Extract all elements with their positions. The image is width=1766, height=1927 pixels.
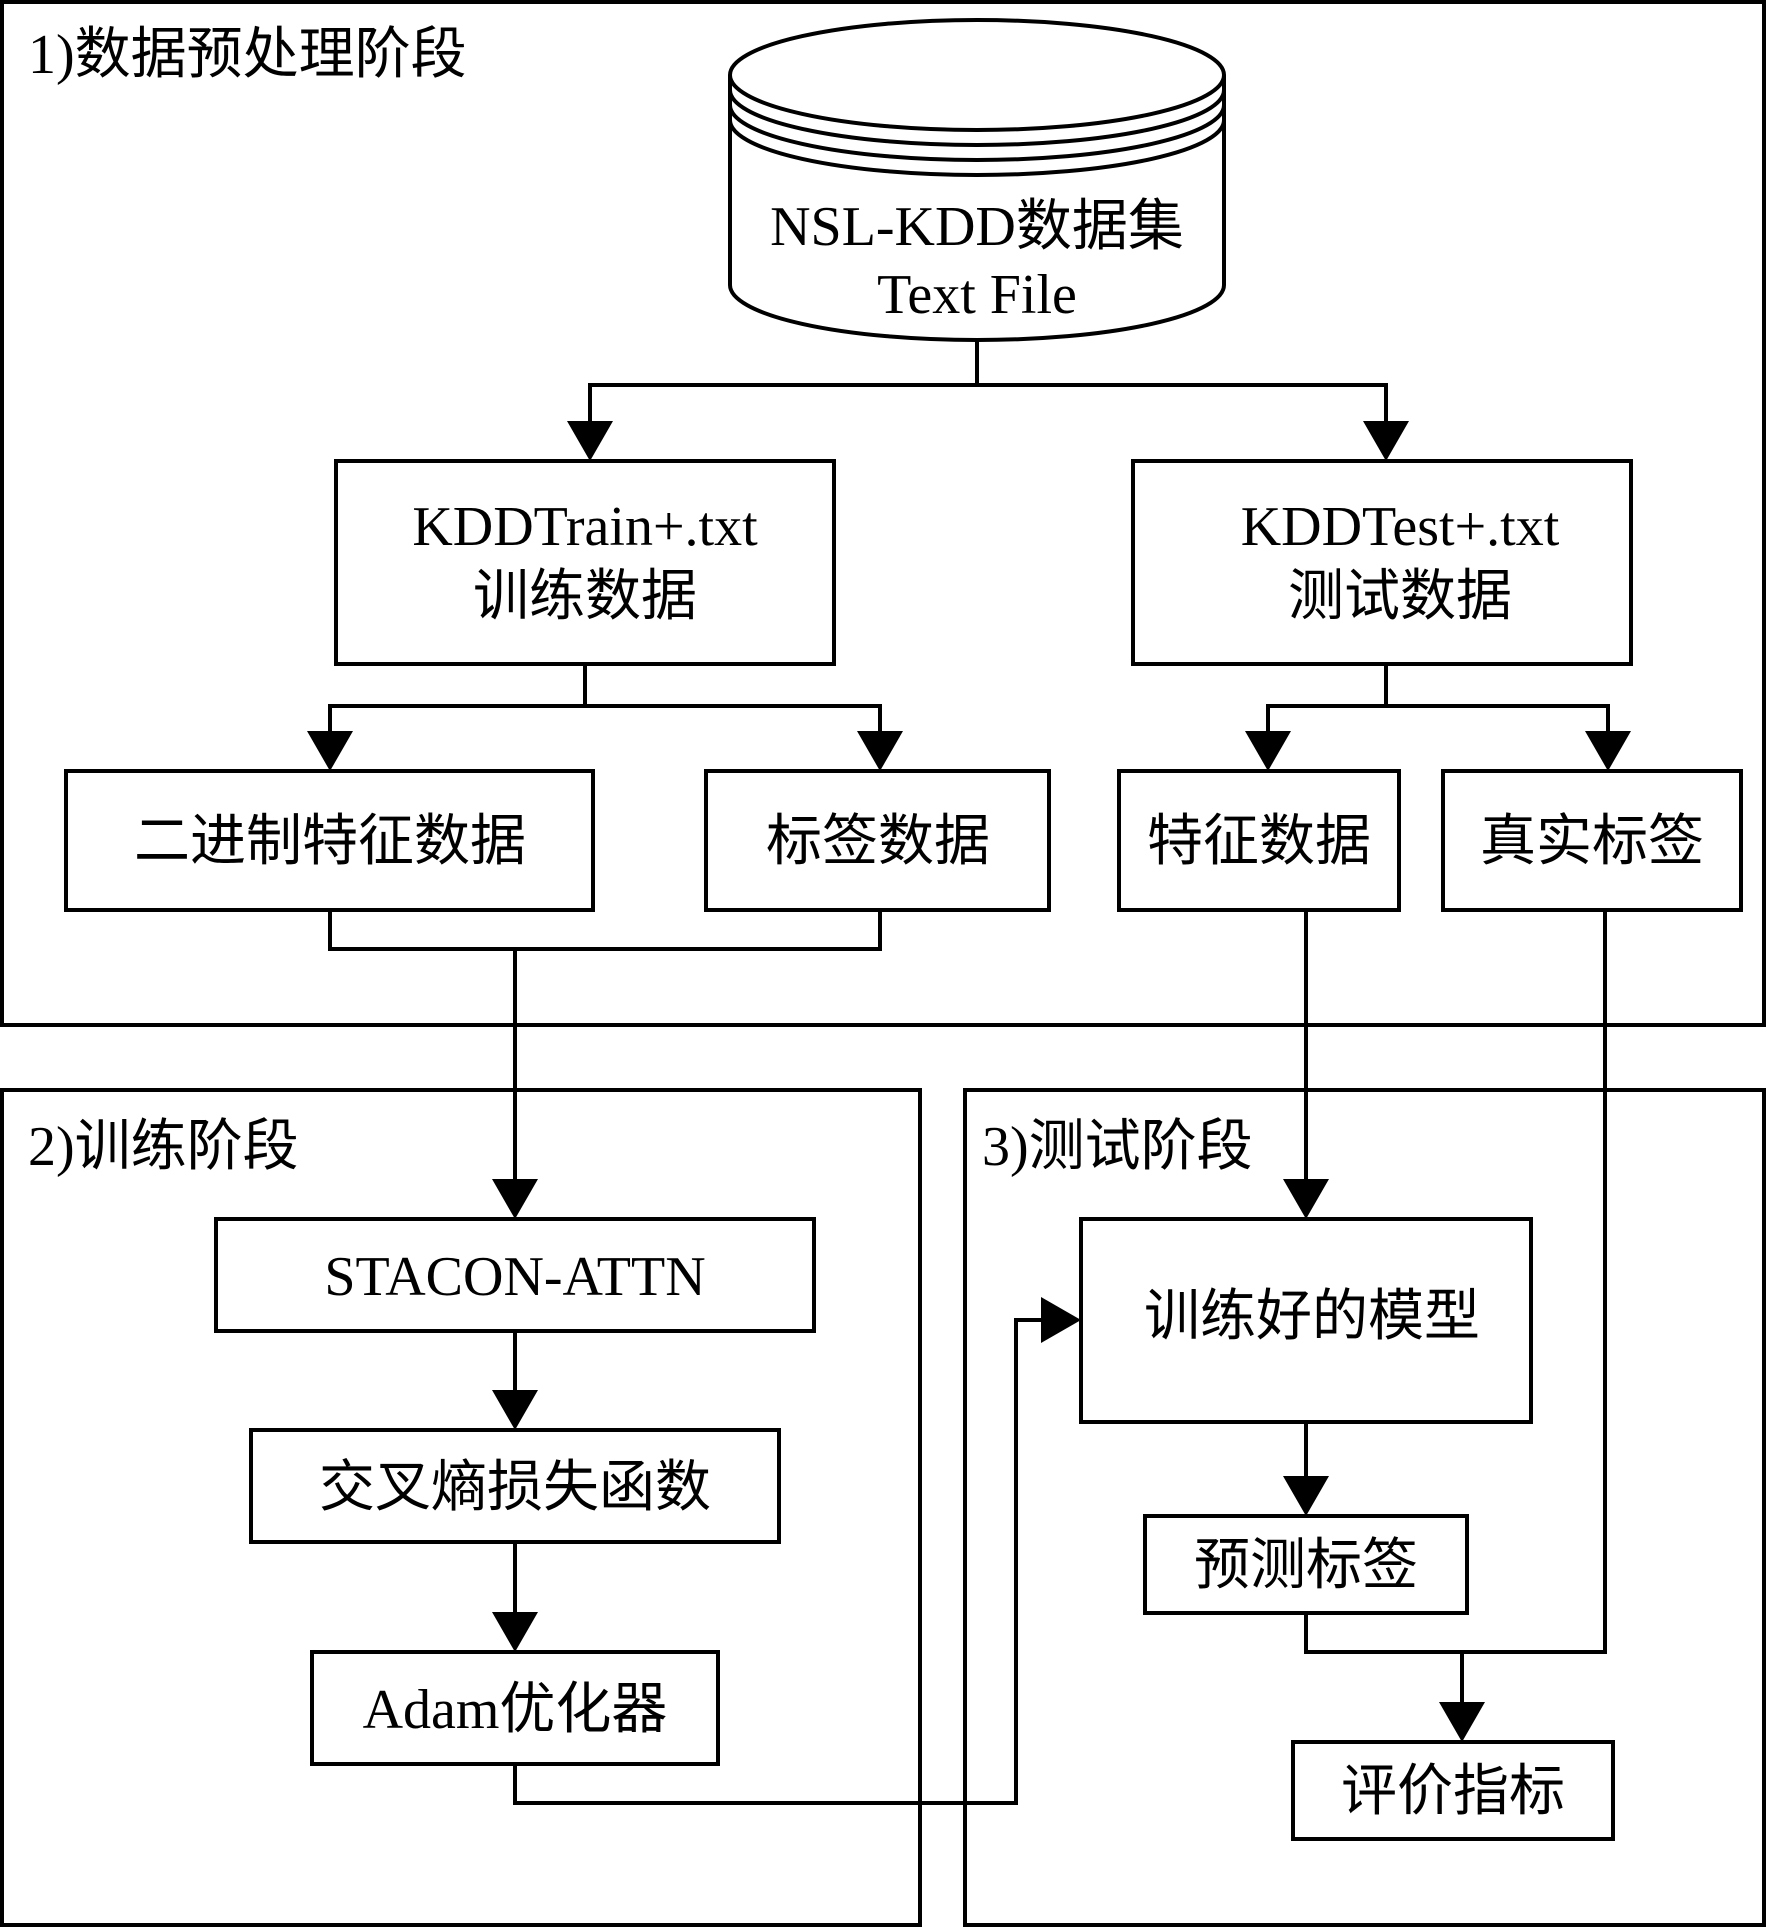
testing-stage-frame (963, 1088, 1766, 1927)
arrowhead-train-to-labels (857, 731, 903, 771)
arrow-test-to-true-labels (1386, 704, 1610, 736)
merge-bracket-labels (1304, 910, 1607, 1654)
label-data-box (704, 769, 1051, 912)
feature-data-box (1117, 769, 1401, 912)
preprocess-stage-frame (0, 0, 1766, 1027)
binary-features-box (64, 769, 595, 912)
train-file-box (334, 459, 836, 666)
optimizer-box (310, 1650, 720, 1766)
loss-function-label: 交叉熵损失函数 (319, 1457, 711, 1519)
predicted-labels-label: 预测标签 (1194, 1535, 1418, 1597)
arrow-test-to-features (1266, 664, 1388, 736)
arrow-dataset-to-train (588, 340, 979, 426)
testing-stage-title: 3)测试阶段 (982, 1116, 1253, 1178)
feature-data-label: 特征数据 (1147, 811, 1371, 873)
training-stage-frame (0, 1088, 922, 1927)
true-labels-box (1441, 769, 1743, 912)
training-stage-title: 2)训练阶段 (28, 1116, 299, 1178)
arrowhead-dataset-to-test (1363, 421, 1409, 461)
preprocess-stage-title: 1)数据预处理阶段 (28, 24, 467, 86)
merge-bracket-train-data (328, 910, 882, 951)
model-label: STACON-ATTN (324, 1246, 705, 1308)
metrics-label: 评价指标 (1341, 1761, 1565, 1823)
arrow-dataset-to-test (977, 383, 1388, 426)
dataset-name: NSL-KDD数据集 (770, 196, 1184, 258)
metrics-box (1291, 1740, 1615, 1841)
arrowhead-test-to-features (1245, 731, 1291, 771)
arrowhead-optimizer-to-trained-model (1041, 1297, 1081, 1343)
model-box (214, 1217, 816, 1333)
arrowhead-train-data-to-model (492, 1179, 538, 1219)
true-labels-label: 真实标签 (1480, 811, 1704, 873)
test-file-name: KDDTest+.txt (1241, 496, 1560, 558)
label-data-label: 标签数据 (766, 811, 990, 873)
arrowhead-dataset-to-train (567, 421, 613, 461)
loss-function-box (249, 1428, 781, 1544)
dataset-cylinder (728, 18, 1226, 342)
arrowhead-trained-model-to-predicted (1283, 1476, 1329, 1516)
arrowhead-loss-to-optimizer (492, 1612, 538, 1652)
train-file-label: 训练数据 (473, 566, 697, 628)
predicted-labels-box (1143, 1514, 1469, 1615)
arrowhead-model-to-loss (492, 1390, 538, 1430)
arrowhead-test-to-true-labels (1585, 731, 1631, 771)
test-file-label: 测试数据 (1288, 566, 1512, 628)
arrow-optimizer-to-trained-model (513, 1318, 1046, 1805)
dataset-format: Text File (877, 264, 1077, 326)
binary-features-label: 二进制特征数据 (134, 811, 526, 873)
trained-model-label: 训练好的模型 (1144, 1286, 1480, 1348)
arrow-train-to-binary (328, 664, 587, 736)
optimizer-label: Adam优化器 (363, 1679, 668, 1741)
train-file-name: KDDTrain+.txt (412, 496, 758, 558)
arrow-train-to-labels (585, 704, 882, 736)
arrowhead-labels-to-metrics (1439, 1702, 1485, 1742)
arrowhead-train-to-binary (307, 731, 353, 771)
arrowhead-features-to-trained-model (1283, 1179, 1329, 1219)
test-file-box (1131, 459, 1633, 666)
